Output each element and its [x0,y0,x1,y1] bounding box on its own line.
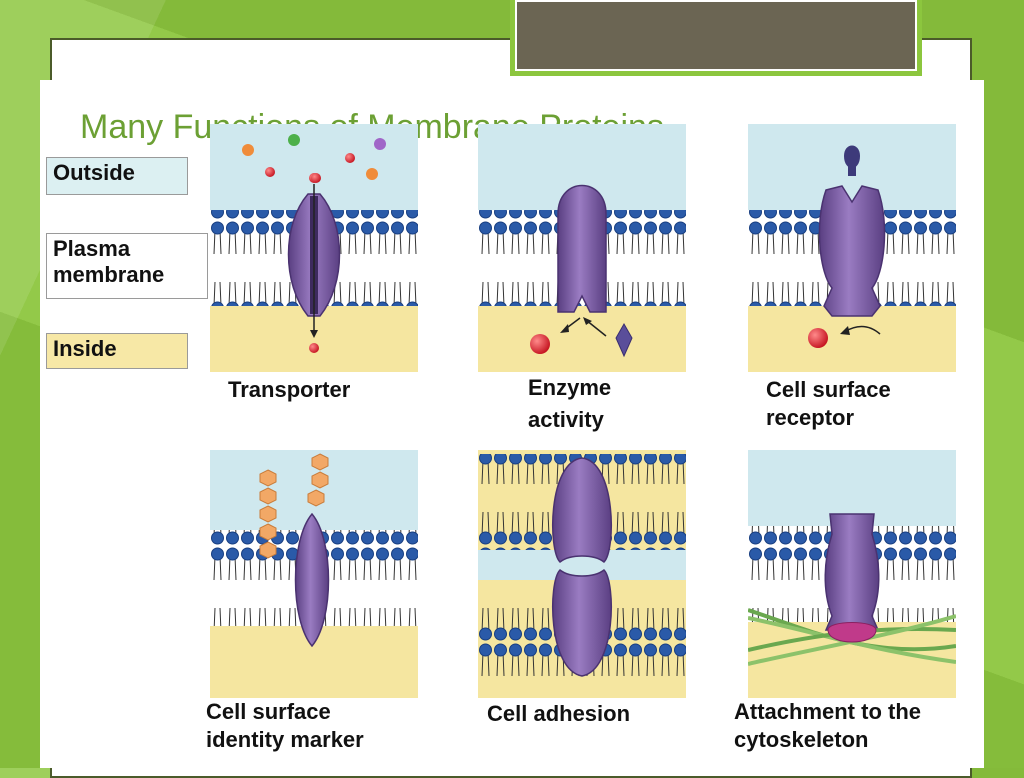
adhesion-protein-upper [552,457,612,564]
legend-outside-label: Outside [53,160,135,185]
caption-enzyme: Enzyme activity [528,374,611,434]
caption-transporter: Transporter [228,376,350,404]
caption-identity-line1: Cell surface [206,699,331,724]
panel-cytoskeleton [748,450,956,698]
caption-cytoskeleton-line2: cytoskeleton [734,727,869,752]
caption-receptor-line2: receptor [766,405,855,430]
enzyme-protein [557,184,607,313]
legend-outside: Outside [46,157,188,195]
caption-identity-line2: identity marker [206,727,364,752]
panel-adhesion [478,450,686,698]
caption-cytoskeleton: Attachment to the cytoskeleton [734,698,921,754]
glycoprotein [294,512,330,648]
panel-transporter [210,124,418,372]
panel-receptor [748,124,956,372]
caption-transporter-line1: Transporter [228,377,351,402]
caption-receptor-line1: Cell surface [766,377,891,402]
caption-enzyme-line1: Enzyme [528,375,612,400]
legend-membrane-line2: membrane [53,262,165,287]
solute-molecules [242,134,386,183]
caption-adhesion-line1: Cell adhesion [487,701,631,726]
receptor-protein [818,185,886,317]
panel-identity [210,450,418,698]
caption-enzyme-line2: activity [528,407,604,432]
panel-enzyme [478,124,686,372]
carbohydrate-chain [259,453,329,559]
legend-membrane-line1: Plasma [53,236,131,261]
anchor-protein [824,513,880,631]
caption-receptor: Cell surface receptor [766,376,891,432]
legend-plasma-membrane: Plasma membrane [46,233,208,299]
linker-protein [827,622,877,643]
adhesion-protein-lower [552,568,612,677]
caption-identity: Cell surface identity marker [206,698,364,754]
legend-inside-label: Inside [53,336,117,361]
legend-inside: Inside [46,333,188,369]
caption-adhesion: Cell adhesion [487,700,630,728]
decorative-top-box [510,0,922,76]
caption-cytoskeleton-line1: Attachment to the [734,699,921,724]
